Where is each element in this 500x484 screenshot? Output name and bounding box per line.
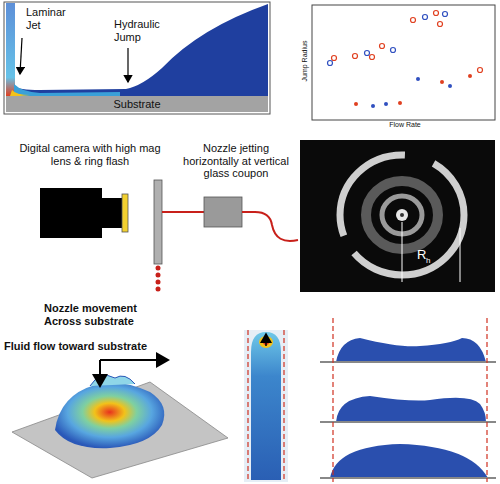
substrate-band: Substrate	[6, 96, 268, 112]
flow-label: Fluid flow toward substrate	[4, 340, 174, 353]
callout-label: Laminar Jet	[26, 6, 74, 31]
callout-label: Hydraulic Jump	[114, 18, 172, 43]
motion-label: Nozzle movement Across substrate	[44, 302, 166, 327]
radius-subscript: h	[426, 256, 436, 265]
axis-title: Jump Radius	[301, 31, 309, 91]
equipment-label: Digital camera with high mag lens & ring…	[8, 142, 172, 167]
equipment-label: Nozzle jetting horizontally at vertical …	[174, 142, 298, 180]
axis-title: Flow Rate	[370, 121, 440, 129]
node-text: Substrate	[113, 98, 160, 110]
